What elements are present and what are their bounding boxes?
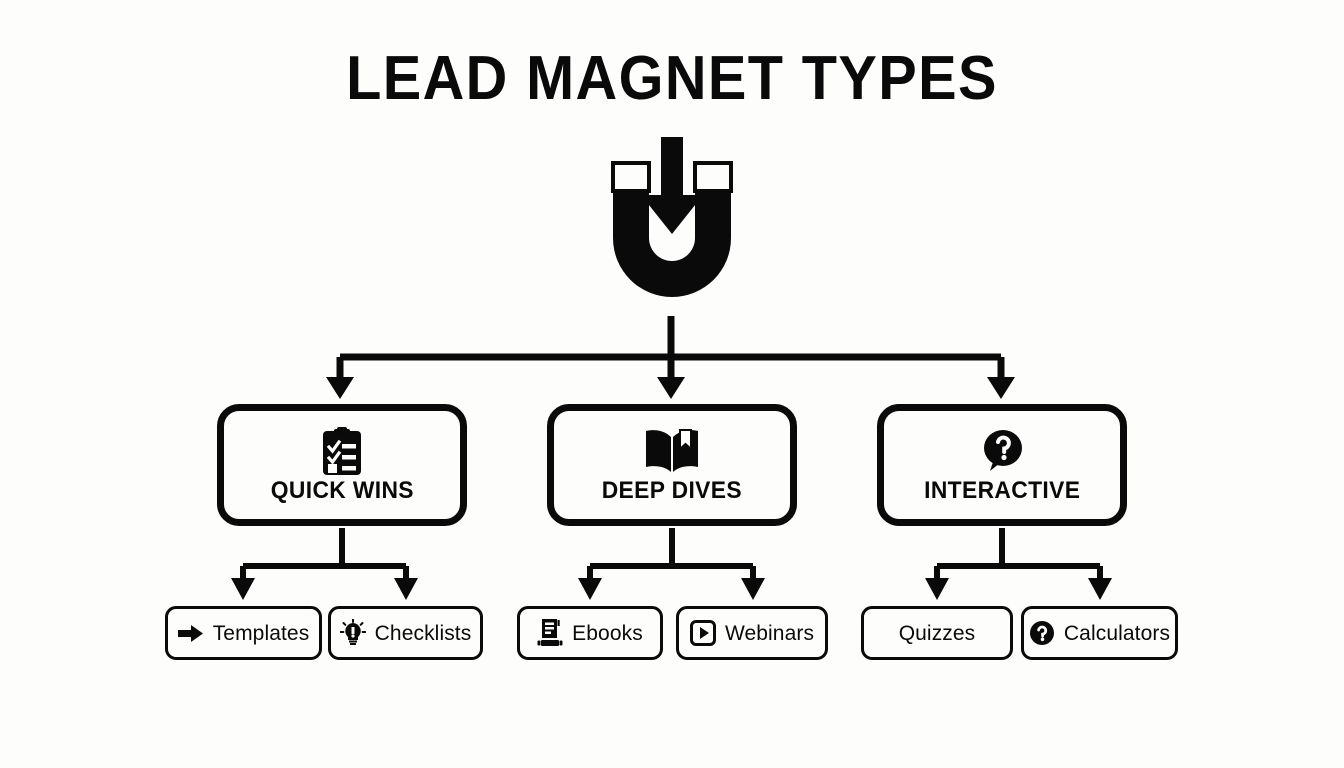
horseshoe-magnet-with-down-arrow-icon — [591, 133, 753, 318]
leaf-box-templates[interactable]: Templates — [165, 606, 322, 660]
right-arrow-icon — [177, 620, 204, 646]
leaf-label: Webinars — [724, 621, 815, 645]
leaf-box-ebooks[interactable]: Ebooks — [517, 606, 663, 660]
leaf-label: Calculators — [1063, 621, 1171, 645]
open-book-icon — [644, 427, 700, 475]
leaf-label: Ebooks — [572, 621, 643, 645]
category-label: QUICK WINS — [270, 477, 414, 504]
question-speech-bubble-icon — [978, 427, 1026, 475]
play-button-icon — [689, 620, 716, 646]
leaf-label: Checklists — [374, 621, 472, 645]
clipboard-checklist-icon — [320, 427, 364, 475]
leaf-box-calculators[interactable]: Calculators — [1021, 606, 1178, 660]
page-title: LEAD MAGNET TYPES — [346, 44, 998, 113]
category-box-interactive[interactable]: INTERACTIVE — [877, 404, 1127, 526]
ebook-document-icon — [537, 619, 563, 646]
leaf-box-quizzes[interactable]: Quizzes — [861, 606, 1013, 660]
leaf-box-checklists[interactable]: Checklists — [328, 606, 483, 660]
category-box-deep-dives[interactable]: DEEP DIVES — [547, 404, 797, 526]
category-box-quick-wins[interactable]: QUICK WINS — [217, 404, 467, 526]
question-circle-icon — [1029, 620, 1055, 646]
lightbulb-icon — [339, 619, 366, 646]
leaf-box-webinars[interactable]: Webinars — [676, 606, 828, 660]
leaf-label: Quizzes — [898, 621, 976, 645]
leaf-label: Templates — [212, 621, 310, 645]
category-label: INTERACTIVE — [923, 477, 1081, 504]
category-label: DEEP DIVES — [601, 477, 743, 504]
